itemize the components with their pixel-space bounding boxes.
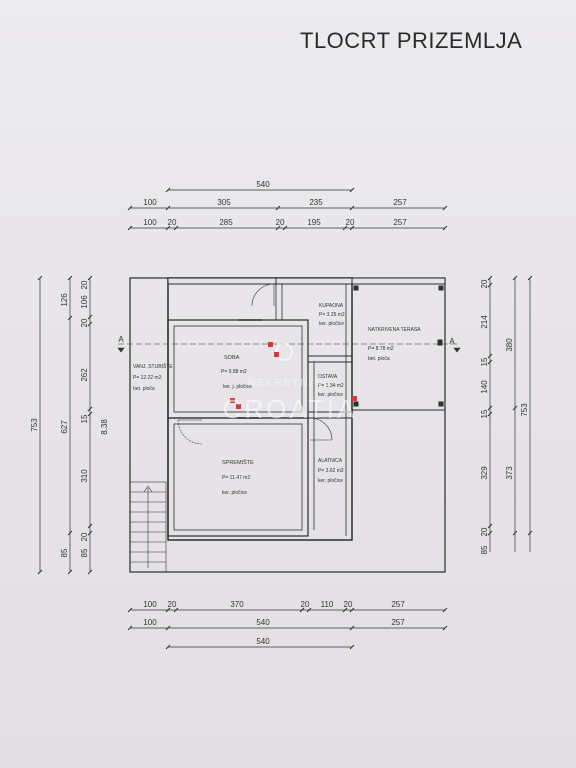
room-ostava: OSTAVA P= 1.34 m2 ker. pločice xyxy=(318,374,344,398)
dim-top2-6: 20 xyxy=(346,218,355,227)
dim-right-329: 329 xyxy=(480,466,489,480)
dim-right-20b: 20 xyxy=(480,527,489,536)
dim-top-1: 100 xyxy=(143,198,157,207)
dim-right-380: 380 xyxy=(505,338,514,352)
alatnica-name: ALATNICA xyxy=(318,458,343,464)
dim-left-15: 15 xyxy=(80,414,89,423)
page-title: TLOCRT PRIZEMLJA xyxy=(300,28,523,53)
dim-top-4: 257 xyxy=(393,198,407,207)
spremiste-name: SPREMIŠTE xyxy=(222,459,254,466)
terasa-floor: bet. ploča xyxy=(368,356,390,362)
ostava-name: OSTAVA xyxy=(318,374,338,380)
stubiste-name: VANJ. STUBIŠTE xyxy=(133,363,173,370)
dim-left-627: 627 xyxy=(60,420,69,434)
watermark-square-icon xyxy=(274,352,279,357)
ostava-area: P= 1.34 m2 xyxy=(318,383,344,389)
dim-left-85a: 85 xyxy=(60,548,69,557)
dim-bot-3: 370 xyxy=(230,600,244,609)
doors xyxy=(177,283,333,445)
dim-left-262: 262 xyxy=(80,368,89,382)
watermark: NEKRETNINE CROATIA xyxy=(223,342,358,424)
dim-right-140: 140 xyxy=(480,380,489,394)
section-mark-right: A xyxy=(449,337,455,346)
walls xyxy=(129,277,446,573)
dim-left-20b: 20 xyxy=(80,318,89,327)
room-alatnica: ALATNICA P= 3.62 m2 ker. pločice xyxy=(318,458,344,484)
room-spremiste: SPREMIŠTE P= 11.47 m2 ker. pločice xyxy=(222,459,254,496)
watermark-square-icon xyxy=(230,398,235,403)
watermark-square-icon xyxy=(352,396,357,401)
exterior-stairs xyxy=(129,481,167,573)
dim-right-753: 753 xyxy=(520,403,529,417)
dim-bot-1: 100 xyxy=(143,600,157,609)
alatnica-area: P= 3.62 m2 xyxy=(318,468,344,474)
room-terasa: NATKRIVENA TERASA P= 8.78 m2 bet. ploča xyxy=(368,327,421,362)
dim-right-15a: 15 xyxy=(480,357,489,366)
kupaona-name: KUPAONA xyxy=(319,303,344,309)
section-mark-left: A xyxy=(118,335,124,344)
dim-left-20a: 20 xyxy=(80,280,89,289)
section-line xyxy=(117,343,461,353)
dim-left-838: 8.38 xyxy=(100,419,109,435)
dim-left-310: 310 xyxy=(80,469,89,483)
soba-area: P= 9.88 m2 xyxy=(221,369,247,375)
dim-right-15b: 15 xyxy=(480,409,489,418)
watermark-square-icon xyxy=(268,342,273,347)
dim-bot2-3: 257 xyxy=(391,618,405,627)
terasa-area: P= 8.78 m2 xyxy=(368,346,394,352)
watermark-line2: CROATIA xyxy=(223,394,358,424)
dim-top2-2: 20 xyxy=(168,218,177,227)
spremiste-area: P= 11.47 m2 xyxy=(222,475,250,481)
watermark-square-icon xyxy=(236,404,241,409)
watermark-line1: NEKRETNINE xyxy=(248,378,332,389)
dim-right-85: 85 xyxy=(480,545,489,554)
dim-bot2-2: 540 xyxy=(256,618,270,627)
dim-right-373: 373 xyxy=(505,466,514,480)
dim-top-total: 540 xyxy=(256,180,270,189)
soba-name: SOBA xyxy=(224,355,240,361)
dim-bot-5: 110 xyxy=(321,600,334,609)
stubiste-area: P= 12.22 m2 xyxy=(133,375,162,381)
dim-top2-5: 195 xyxy=(307,218,321,227)
dim-right-214: 214 xyxy=(480,315,489,329)
ostava-floor: ker. pločice xyxy=(318,392,343,398)
dim-left-85b: 85 xyxy=(80,548,89,557)
dimension-lines xyxy=(39,189,531,648)
dim-bot-4: 20 xyxy=(301,600,310,609)
dim-top2-7: 257 xyxy=(393,218,407,227)
dim-top2-1: 100 xyxy=(143,218,157,227)
alatnica-floor: ker. pločice xyxy=(318,478,343,484)
dim-left-126: 126 xyxy=(60,293,69,307)
dim-top2-3: 285 xyxy=(219,218,233,227)
dim-top2-4: 20 xyxy=(276,218,285,227)
dimension-ticks xyxy=(37,187,533,650)
dim-top-3: 235 xyxy=(309,198,323,207)
dim-left-106: 106 xyxy=(80,295,89,309)
stubiste-floor: bet. ploča xyxy=(133,386,155,392)
soba-floor: ker. j. pločice xyxy=(223,384,252,390)
kupaona-area: P= 3.25 m2 xyxy=(319,312,345,318)
dim-bot-2: 20 xyxy=(168,600,177,609)
kupaona-floor: ker. pločice xyxy=(319,321,344,327)
dim-bot-total: 540 xyxy=(256,637,270,646)
dim-bot2-1: 100 xyxy=(143,618,157,627)
dim-right-20a: 20 xyxy=(480,279,489,288)
room-soba: SOBA P= 9.88 m2 ker. j. pločice xyxy=(221,355,252,390)
dim-left-20c: 20 xyxy=(80,532,89,541)
dim-top-2: 305 xyxy=(217,198,231,207)
dim-bot-6: 20 xyxy=(344,600,353,609)
room-stubiste: VANJ. STUBIŠTE P= 12.22 m2 bet. ploča xyxy=(133,363,173,392)
dimension-labels: 540 100 305 235 257 100 20 285 20 195 20… xyxy=(30,180,529,646)
dim-bot-7: 257 xyxy=(391,600,405,609)
terasa-name: NATKRIVENA TERASA xyxy=(368,327,421,333)
spremiste-floor: ker. pločice xyxy=(222,490,247,496)
room-kupaona: KUPAONA P= 3.25 m2 ker. pločice xyxy=(319,303,345,327)
dim-left-outer: 753 xyxy=(30,418,39,432)
